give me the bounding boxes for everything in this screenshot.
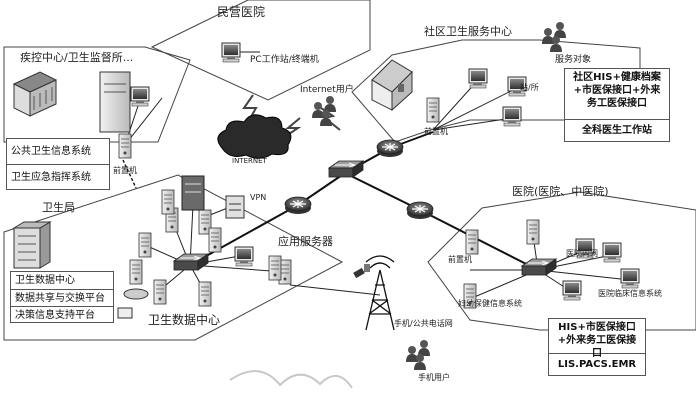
satellite-icon — [353, 264, 370, 279]
clinical-info-label: 医院临床信息系统 — [598, 289, 662, 298]
service-object-label: 服务对象 — [555, 55, 592, 65]
house-icon — [371, 59, 413, 112]
lis-pacs-emr-system: LIS.PACS.EMR — [549, 353, 645, 375]
station-label: 站/所 — [520, 83, 539, 92]
mobile-users-label: 手机用户 — [418, 373, 450, 382]
gp-workstation: 全科医生工作站 — [565, 119, 669, 141]
mobile-users-icon — [406, 340, 430, 370]
cdc-label: 疾控中心/卫生监督所... — [20, 51, 134, 64]
community-front-machine-label: 前置机 — [424, 127, 448, 136]
community-his-system: 社区HIS+健康档案+市医保接口+外来务工医保接口 — [573, 72, 661, 109]
community-center-label: 社区卫生服务中心 — [424, 25, 512, 38]
emergency-command-system: 卫生应急指挥系统 — [7, 164, 109, 189]
community-systems-box: 社区HIS+健康档案+市医保接口+外来务工医保接口 全科医生工作站 — [564, 68, 670, 142]
antenna-icon — [365, 255, 395, 331]
health-bureau-label: 卫生局 — [42, 201, 75, 214]
private-hospital-label: 民营医院 — [217, 5, 266, 19]
hospital-systems-box: HIS+市医保接口+外来务工医保接口 LIS.PACS.EMR — [548, 318, 646, 376]
health-data-center-label: 卫生数据中心 — [148, 313, 221, 327]
health-data-center-system: 卫生数据中心 — [15, 275, 75, 286]
public-health-systems-box: 公共卫生信息系统 卫生应急指挥系统 — [6, 138, 110, 190]
internet-users-icon — [312, 96, 336, 126]
hospital-title-label: 医院(医院、中医院) — [512, 185, 609, 198]
vpn-label: VPN — [250, 193, 267, 202]
hospital-front-machine-label: 前置机 — [448, 255, 472, 264]
bureau-systems-box: 卫生数据中心 数据共享与交换平台 决策信息支持平台 — [10, 271, 114, 323]
mobile-network-label: 手机/公共电话网 — [394, 319, 453, 328]
service-object-users-icon — [542, 22, 566, 52]
cdc-building-icon — [12, 71, 58, 117]
decision-support-platform: 决策信息支持平台 — [11, 306, 113, 323]
maternal-child-label: 妇幼保健信息系统 — [458, 299, 522, 308]
app-server-label: 应用服务器 — [278, 235, 333, 248]
hospital-his-system: HIS+市医保接口+外来务工医保接口 — [557, 322, 637, 359]
bureau-building-icon — [12, 221, 52, 269]
data-exchange-platform: 数据共享与交换平台 — [11, 289, 113, 306]
pc-station-label: PC工作站/终端机 — [250, 55, 319, 65]
internet-cloud-icon — [217, 114, 292, 159]
public-health-system: 公共卫生信息系统 — [11, 146, 91, 157]
internet-label: INTERNET — [232, 157, 267, 165]
hospital-intranet-label: 医院内网 — [566, 249, 598, 258]
cdc-front-machine-label: 前置机 — [113, 166, 137, 175]
internet-users-label: Internet用户 — [300, 85, 354, 95]
